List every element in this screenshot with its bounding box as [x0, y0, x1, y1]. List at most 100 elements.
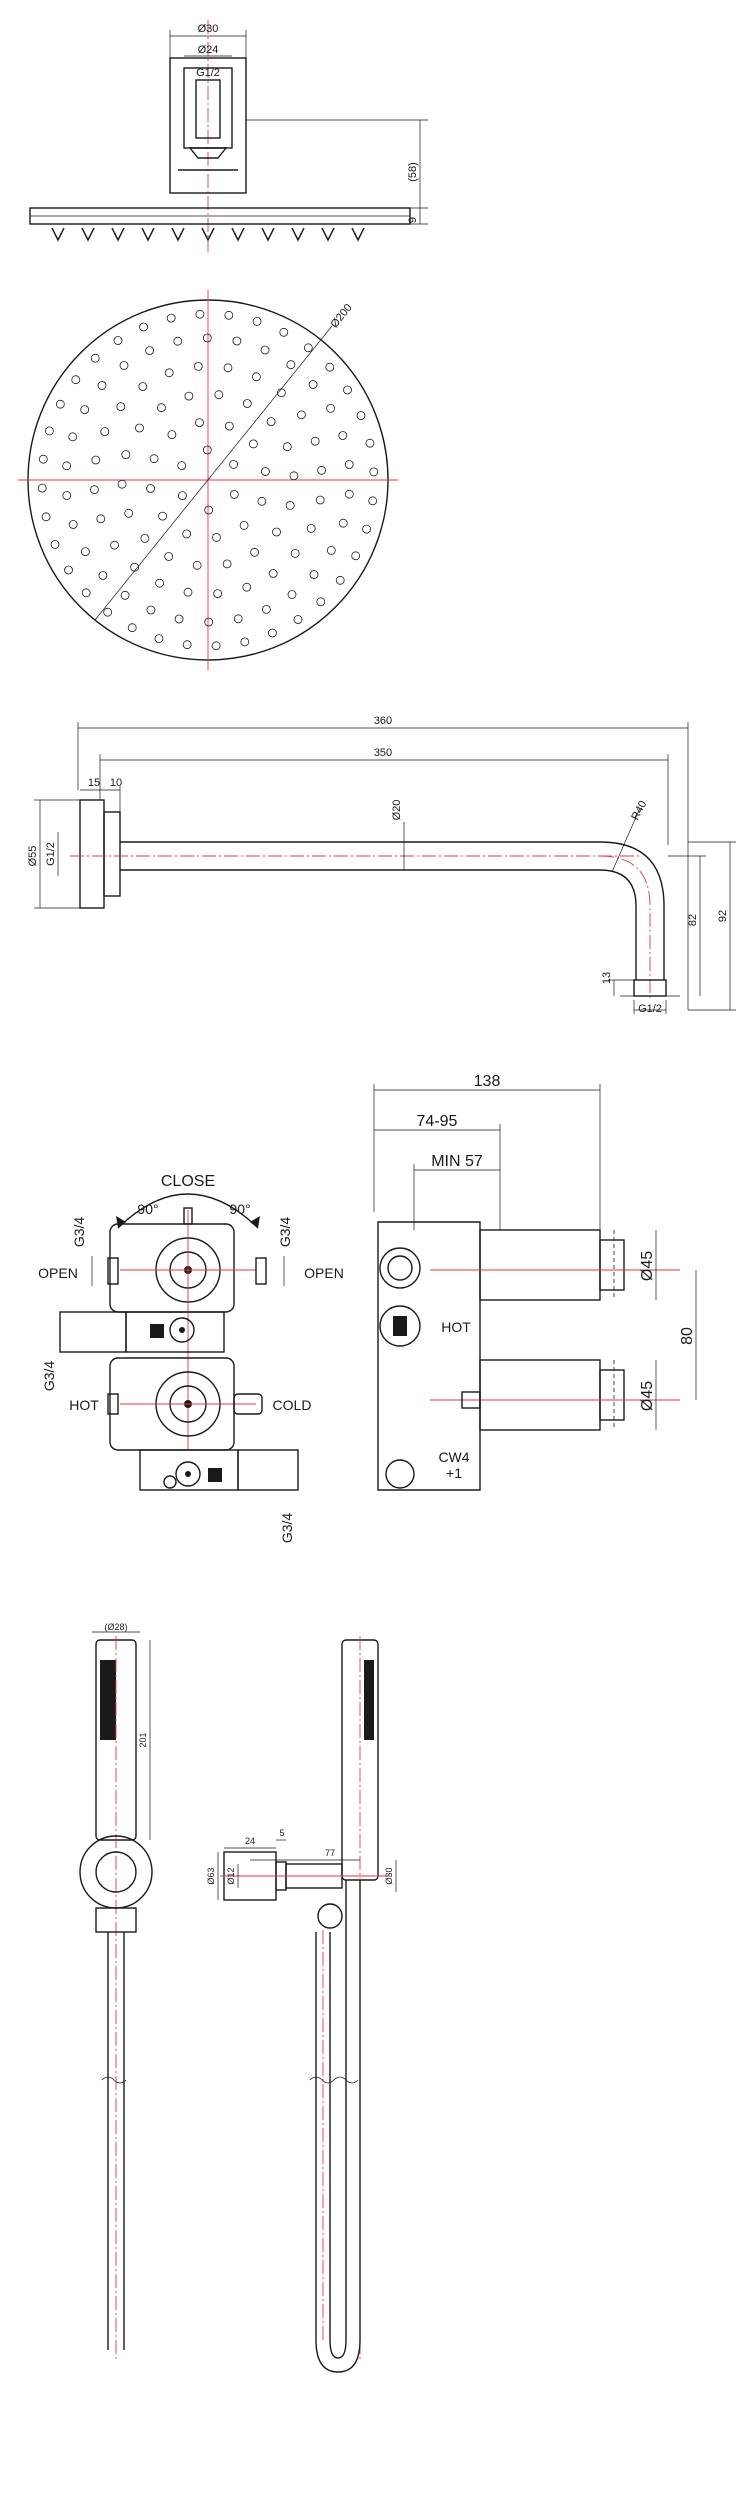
nozzle-hole	[338, 431, 348, 440]
dim-outer-dia: Ø30	[198, 23, 219, 35]
nozzle-hole	[98, 571, 108, 580]
nozzle-hole	[229, 459, 239, 469]
nozzle-hole	[242, 399, 252, 408]
nozzle-hole	[316, 597, 326, 607]
nozzle-hole	[45, 426, 54, 436]
nozzle-hole	[368, 496, 378, 506]
nozzle-hole	[110, 540, 119, 550]
nozzle-hole	[154, 634, 164, 643]
dim-hand-dia: (Ø28)	[104, 1622, 127, 1632]
nozzle-hole	[90, 353, 100, 363]
dim-handle-dia: Ø30	[384, 1867, 394, 1884]
nozzle-hole	[268, 569, 278, 578]
nozzle-grid	[37, 309, 379, 651]
dim-flange-dia: Ø55	[27, 846, 39, 867]
dim-knob-dia-top: Ø45	[639, 1251, 656, 1281]
nozzle-hole	[81, 588, 91, 598]
nozzle-hole	[317, 465, 327, 475]
nozzle-hole	[223, 363, 233, 373]
side-cw4: CW4	[438, 1449, 469, 1465]
nozzle-hole	[71, 375, 81, 385]
dim-bend-radius: R40	[629, 799, 649, 822]
nozzle-hole	[139, 322, 149, 332]
nozzle-hole	[68, 520, 78, 529]
nozzle-hole	[164, 552, 174, 561]
nozzle-hole	[182, 640, 192, 650]
nozzle-hole	[202, 445, 212, 455]
nozzle-hole	[204, 505, 214, 515]
nozzle-hole	[158, 511, 168, 521]
nozzle-hole	[297, 410, 306, 420]
wall-arm-drawing: 360 350 15 10 Ø55 G1/2 Ø20 R40	[27, 715, 736, 1015]
thread-top-left: G3/4	[71, 1217, 87, 1248]
nozzle-hole	[195, 309, 205, 319]
nozzle-hole	[335, 575, 345, 585]
nozzle-hole	[90, 485, 99, 495]
nozzle-hole	[308, 380, 318, 389]
label-cold: COLD	[273, 1397, 312, 1413]
nozzle-hole	[213, 589, 223, 598]
nozzle-hole	[276, 388, 286, 398]
nozzle-hole	[242, 582, 252, 592]
label-close: CLOSE	[161, 1173, 215, 1190]
nozzle-hole	[124, 508, 134, 518]
nozzle-hole	[50, 540, 60, 549]
nozzle-hole	[293, 615, 303, 624]
nozzle-hole	[211, 641, 221, 651]
dim-drop-outer: 92	[717, 910, 729, 922]
dim-min-depth: MIN 57	[431, 1153, 483, 1170]
nozzle-hole	[248, 439, 258, 449]
nozzle-hole	[260, 467, 270, 476]
nozzle-hole	[193, 361, 203, 371]
label-angle-left: 90°	[137, 1201, 158, 1217]
nozzle-hole	[250, 547, 260, 557]
label-open-right: OPEN	[304, 1265, 344, 1281]
nozzle-hole	[204, 617, 214, 627]
nozzle-hole	[183, 587, 193, 597]
nozzle-hole	[232, 336, 242, 346]
nozzle-hole	[174, 614, 184, 624]
nozzle-hole	[156, 403, 166, 413]
dim-depth-24: 24	[245, 1836, 255, 1846]
nozzle-hole	[164, 368, 174, 378]
shower-head-top-view: Ø200	[18, 290, 398, 670]
nozzle-hole	[140, 534, 150, 543]
nozzle-hole	[362, 524, 372, 534]
nozzle-hole	[121, 450, 131, 460]
nozzle-hole	[182, 529, 192, 539]
nozzle-hole	[285, 500, 295, 510]
thread-mid-left: G3/4	[41, 1361, 57, 1392]
dim-holder-dia: Ø63	[206, 1867, 216, 1884]
dim-conn-dia: Ø12	[226, 1867, 236, 1884]
nozzle-hole	[146, 484, 156, 493]
hand-shower-front-view: (Ø28) 201	[79, 1622, 153, 2360]
nozzle-hole	[344, 489, 354, 499]
nozzle-hole	[261, 605, 271, 614]
nozzle-hole	[146, 605, 156, 615]
nozzle-hole	[239, 521, 249, 530]
nozzle-hole	[68, 432, 78, 442]
nozzle-hole	[184, 391, 194, 401]
nozzle-hole	[96, 514, 106, 524]
nozzle-hole	[290, 549, 300, 558]
dim-flange-depth: 15	[88, 777, 100, 789]
nozzle-hole	[81, 547, 90, 556]
label-angle-right: 90°	[229, 1201, 250, 1217]
nozzle-hole	[120, 590, 130, 600]
nozzle-hole	[212, 533, 221, 542]
spray-nozzles	[51, 227, 365, 242]
dim-spacing: 80	[679, 1327, 696, 1345]
nozzle-hole	[326, 403, 336, 413]
nozzle-hole	[279, 327, 289, 337]
nozzle-hole	[325, 362, 335, 372]
nozzle-hole	[287, 590, 297, 599]
nozzle-hole	[224, 421, 234, 431]
nozzle-hole	[356, 411, 366, 421]
nozzle-hole	[155, 578, 165, 588]
nozzle-hole	[149, 454, 159, 464]
nozzle-hole	[257, 496, 267, 506]
dim-depth-range: 74-95	[417, 1113, 458, 1130]
nozzle-hole	[103, 607, 113, 617]
nozzle-hole	[229, 489, 239, 499]
